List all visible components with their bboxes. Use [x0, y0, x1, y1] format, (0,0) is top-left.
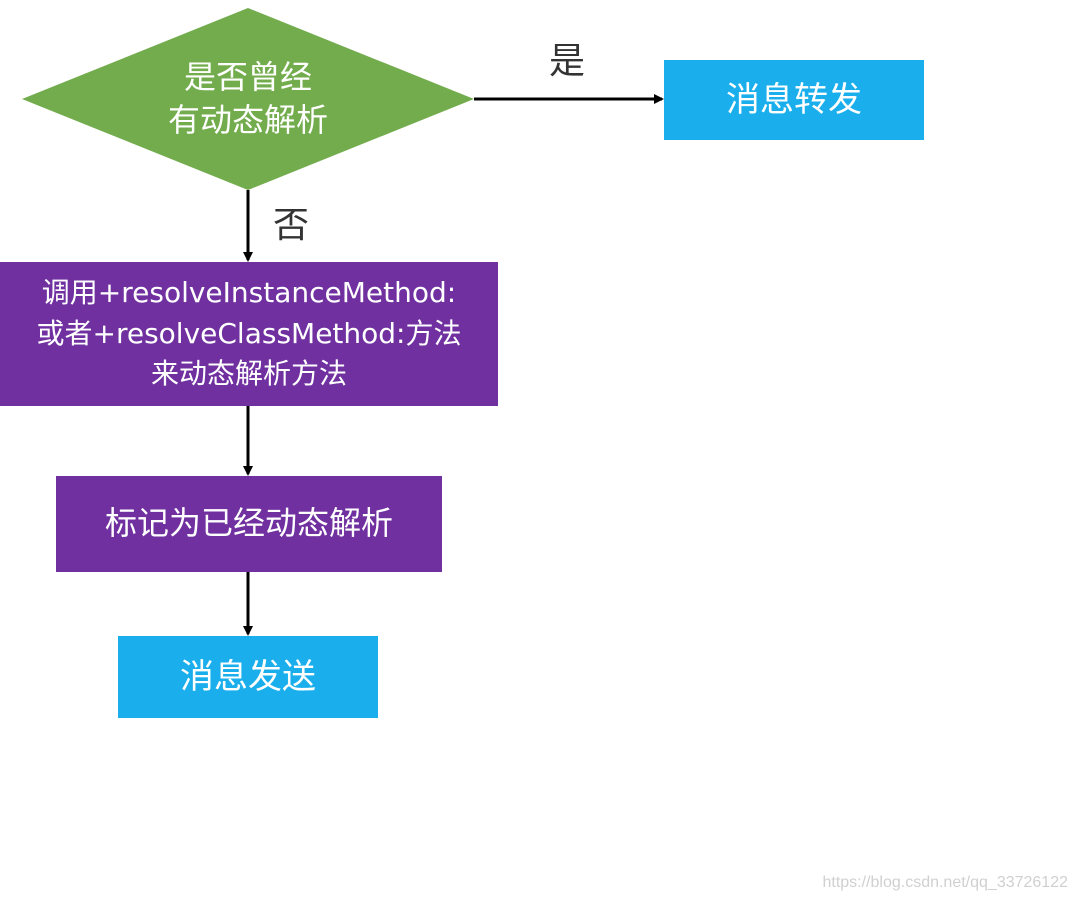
yes-label: 是 — [549, 41, 586, 82]
watermark: https://blog.csdn.net/qq_33726122 — [822, 874, 1068, 891]
no-label: 否 — [273, 205, 310, 246]
mark-resolved-node: 标记为已经动态解析 — [56, 476, 442, 572]
message-forward-node: 消息转发 — [664, 60, 924, 140]
message-forward-label: 消息转发 — [726, 79, 862, 120]
mark-resolved-label: 标记为已经动态解析 — [104, 504, 393, 543]
decision-label: 是否曾经 有动态解析 — [167, 57, 328, 139]
message-send-node: 消息发送 — [118, 636, 378, 718]
call-resolve-node: 调用+resolveInstanceMethod: 或者+resolveClas… — [0, 262, 498, 406]
decision-diamond — [22, 8, 474, 190]
message-send-label: 消息发送 — [180, 656, 316, 697]
call-resolve-label: 调用+resolveInstanceMethod: 或者+resolveClas… — [36, 276, 462, 391]
